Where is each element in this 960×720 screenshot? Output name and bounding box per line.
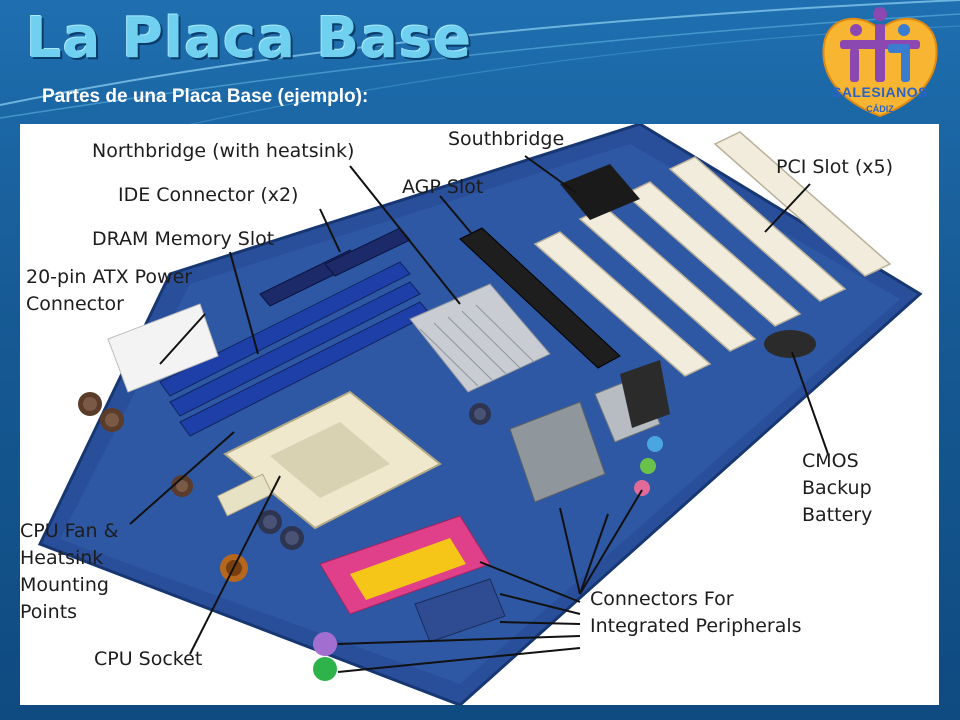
label-agp: AGP Slot: [402, 176, 484, 198]
label-ide: IDE Connector (x2): [118, 184, 299, 206]
salesianos-logo-icon: SALESIANOS CÁDIZ: [818, 4, 942, 120]
leader-lines: [129, 155, 829, 673]
northbridge-heatsink: [409, 283, 551, 393]
label-cpu-socket: CPU Socket: [94, 648, 203, 670]
label-atx: 20-pin ATX Power Connector: [26, 266, 193, 315]
ide-connectors: [259, 227, 411, 307]
logo-name: SALESIANOS: [831, 84, 928, 100]
pci-slots: [533, 131, 892, 377]
label-dram: DRAM Memory Slot: [92, 228, 275, 250]
label-connectors: Connectors For Integrated Peripherals: [590, 588, 802, 637]
label-northbridge: Northbridge (with heatsink): [92, 140, 355, 162]
slide-subtitle: Partes de una Placa Base (ejemplo):: [42, 86, 369, 107]
cmos-battery: [764, 330, 816, 358]
motherboard-photo: Northbridge (with heatsink) Southbridge …: [20, 124, 939, 705]
motherboard-illustration: [37, 124, 923, 705]
slide-title: La Placa Base: [26, 6, 473, 71]
label-cmos: CMOS Backup Battery: [802, 450, 873, 526]
atx-power-connector: [107, 303, 219, 393]
io-connectors: [313, 360, 670, 681]
label-southbridge: Southbridge: [448, 128, 565, 150]
dram-slots: [159, 261, 431, 437]
label-cpu-fan: CPU Fan & Heatsink Mounting Points: [20, 520, 119, 623]
cpu-socket: [217, 390, 442, 530]
southbridge-chip: [560, 164, 640, 220]
agp-slot: [459, 227, 621, 369]
logo-city: CÁDIZ: [866, 104, 894, 114]
label-pci: PCI Slot (x5): [776, 156, 893, 178]
